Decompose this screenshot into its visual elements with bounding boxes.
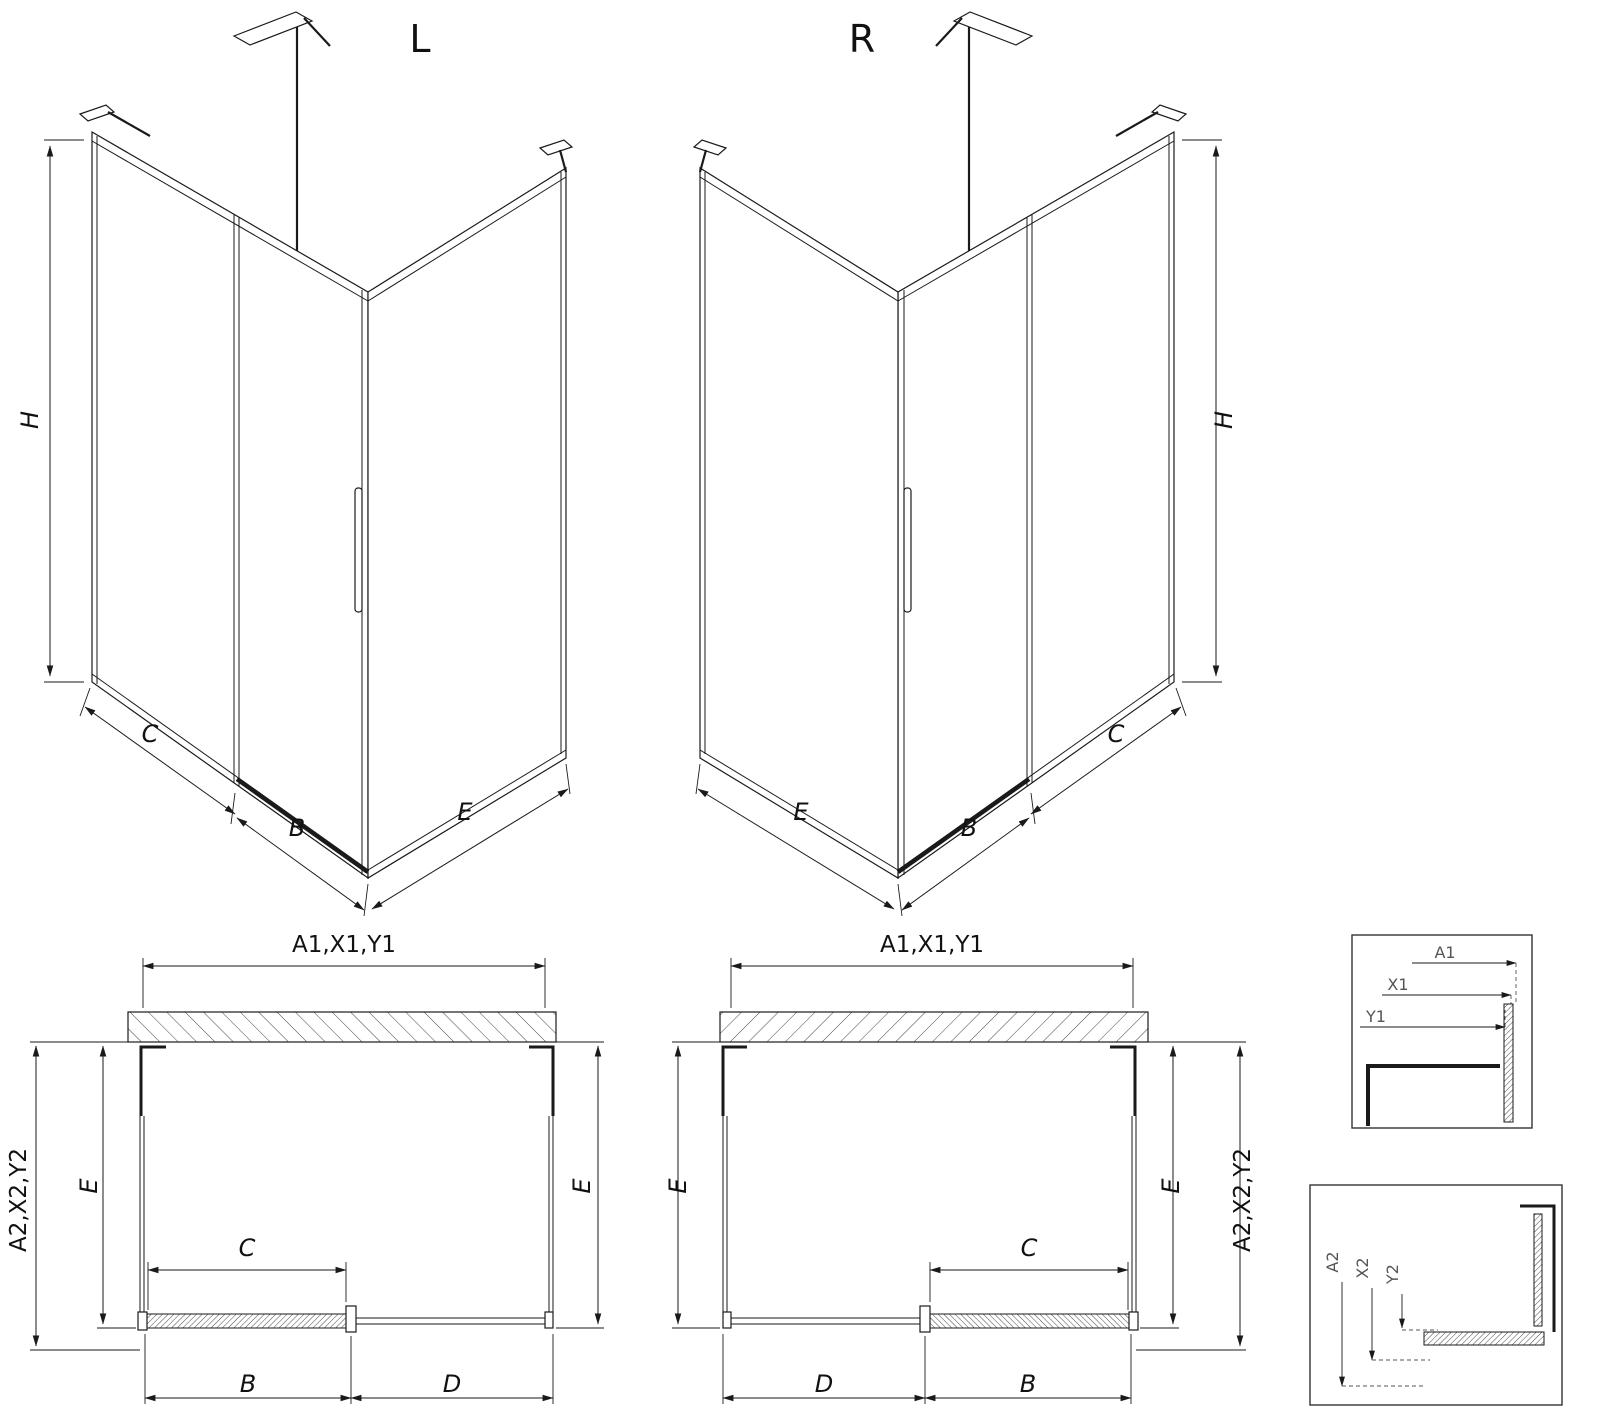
detail-tray-profile — [1366, 1064, 1500, 1126]
plan-view-left-art — [30, 958, 604, 1404]
plan-right-dim-e-left: E — [664, 1178, 692, 1194]
plan-left-dim-d: D — [443, 1370, 461, 1398]
plan-right-dim-top: A1,X1,Y1 — [880, 932, 984, 958]
detail-glass-section — [1503, 1003, 1514, 1123]
iso-right-dim-b: B — [961, 814, 977, 842]
plan-right-dim-outer: A2,X2,Y2 — [1230, 1148, 1256, 1252]
detail-box-bottom: A2 X2 Y2 — [1309, 1184, 1563, 1406]
iso-view-left-art — [44, 12, 572, 916]
detail-box-top: A1 X1 Y1 — [1351, 934, 1533, 1129]
plan-right-dim-b: B — [1020, 1370, 1036, 1398]
detail-dim-a2: A2 — [1323, 1251, 1342, 1272]
plan-left-dim-e-left: E — [75, 1178, 103, 1194]
detail-dim-y2: Y2 — [1383, 1264, 1402, 1285]
detail-dim-a1: A1 — [1434, 943, 1455, 962]
iso-right-dim-h: H — [1210, 411, 1238, 429]
detail-door-section — [1423, 1331, 1545, 1346]
iso-view-right-art — [694, 12, 1222, 916]
detail-glass-section-2 — [1533, 1213, 1543, 1327]
plan-left-dim-b: B — [240, 1370, 256, 1398]
plan-right-dim-d: D — [815, 1370, 833, 1398]
plan-left-dim-top: A1,X1,Y1 — [292, 932, 396, 958]
plan-view-left-labels: A1,X1,Y1 A2,X2,Y2 E E C B D — [6, 932, 596, 1398]
iso-right-dim-c: C — [1108, 720, 1125, 748]
plan-view-right-labels: A1,X1,Y1 E E A2,X2,Y2 C D B — [664, 932, 1256, 1398]
iso-view-left-labels: L H C B E — [16, 17, 473, 842]
plan-left-dim-outer: A2,X2,Y2 — [6, 1148, 32, 1252]
iso-left-dim-h: H — [16, 411, 44, 429]
iso-left-dim-b: B — [289, 814, 305, 842]
detail-corner-profile — [1520, 1204, 1556, 1332]
iso-left-dim-e: E — [457, 798, 473, 826]
plan-left-dim-c: C — [239, 1234, 256, 1262]
iso-right-dim-e: E — [793, 798, 809, 826]
iso-view-right-labels: R H C B E — [793, 17, 1238, 842]
detail-dim-x1: X1 — [1387, 975, 1408, 994]
plan-right-dim-c: C — [1021, 1234, 1038, 1262]
iso-left-dim-c: C — [142, 720, 159, 748]
plan-right-dim-e-right: E — [1157, 1178, 1185, 1194]
iso-left-variant-label: L — [409, 17, 430, 61]
detail-dim-x2: X2 — [1353, 1257, 1372, 1278]
plan-left-dim-e-right: E — [568, 1178, 596, 1194]
detail-dim-y1: Y1 — [1365, 1007, 1386, 1026]
iso-right-variant-label: R — [849, 17, 875, 61]
